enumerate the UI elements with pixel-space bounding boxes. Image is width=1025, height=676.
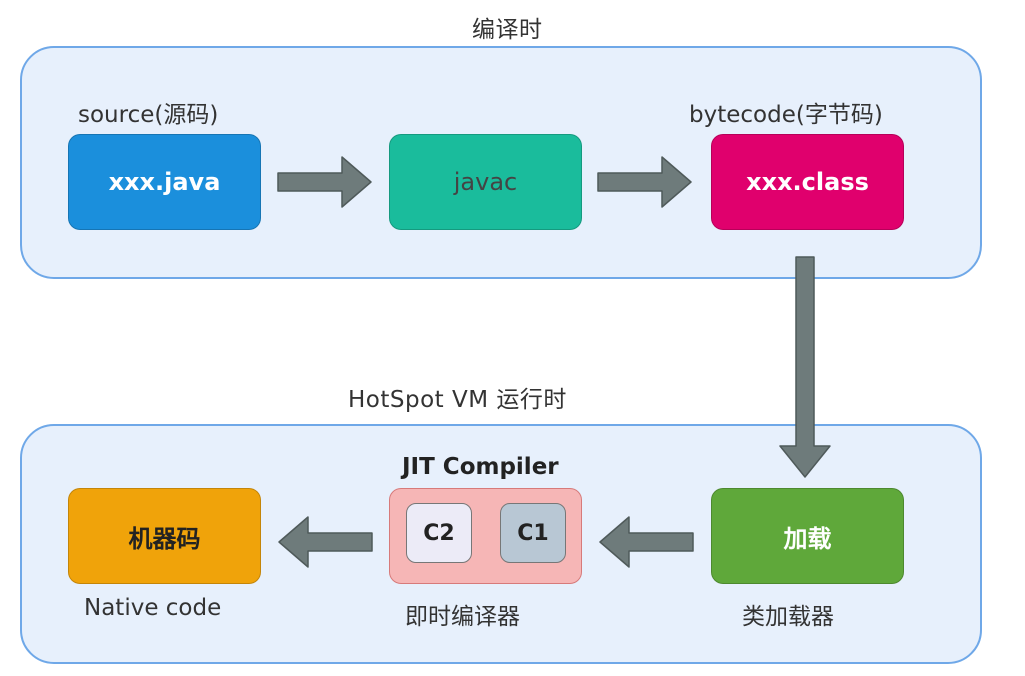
bytecode-label: bytecode(字节码)	[689, 102, 883, 128]
arrow-javac-to-class	[597, 156, 692, 208]
class-file-box: xxx.class	[711, 134, 904, 230]
jit-compiler-caption: 即时编译器	[405, 604, 520, 630]
native-code-caption: Native code	[84, 595, 222, 621]
arrow-loading-to-jit	[599, 516, 694, 568]
class-loading-box: 加载	[711, 488, 904, 584]
javac-text: javac	[453, 168, 518, 196]
source-file-box: xxx.java	[68, 134, 261, 230]
arrow-source-to-javac	[277, 156, 372, 208]
arrow-class-to-loading	[779, 256, 831, 478]
class-file-text: xxx.class	[746, 168, 869, 196]
machine-code-box: 机器码	[68, 488, 261, 584]
javac-box: javac	[389, 134, 582, 230]
c2-compiler-chip: C2	[406, 503, 472, 563]
class-loading-text: 加载	[783, 524, 832, 553]
runtime-title: HotSpot VM 运行时	[348, 387, 567, 413]
jit-compiler-title: JIT Compiler	[402, 454, 559, 480]
source-file-text: xxx.java	[108, 168, 221, 196]
c1-text: C1	[517, 520, 549, 546]
source-label: source(源码)	[78, 102, 219, 128]
c1-compiler-chip: C1	[500, 503, 566, 563]
class-loader-caption: 类加载器	[742, 604, 834, 630]
jit-compiler-box: C2 C1	[389, 488, 582, 584]
compile-time-title: 编译时	[472, 17, 543, 43]
c2-text: C2	[423, 520, 455, 546]
arrow-jit-to-machine	[278, 516, 373, 568]
machine-code-text: 机器码	[128, 524, 201, 553]
